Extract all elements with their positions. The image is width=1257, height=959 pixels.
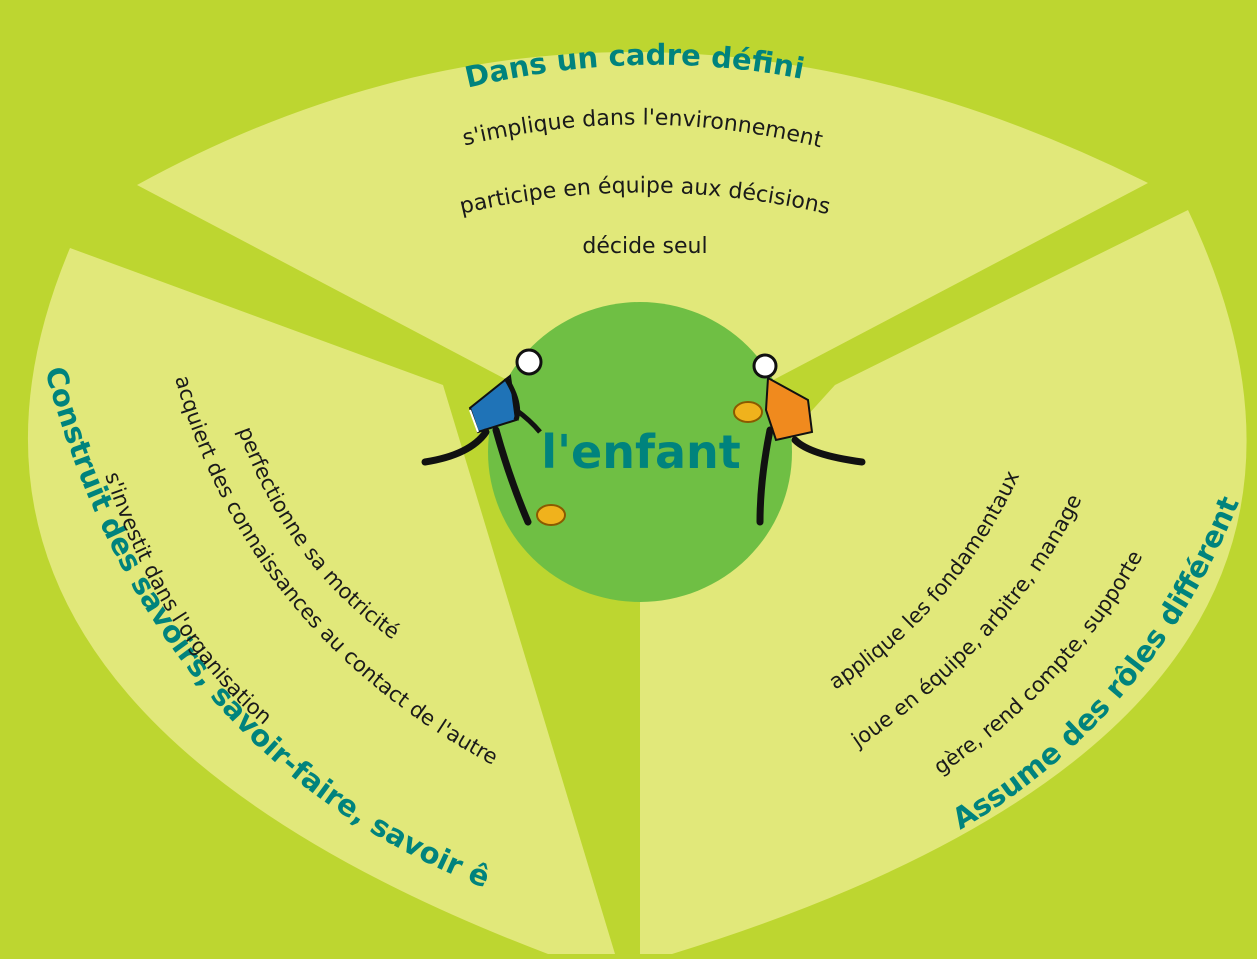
rugby-player-orange-icon — [733, 353, 866, 526]
center-label: l'enfant — [541, 425, 741, 479]
sector-right — [640, 210, 1247, 954]
sector-top — [137, 51, 1148, 450]
top-sector-item: décide seul — [582, 234, 707, 259]
sector-left — [27, 248, 615, 954]
rugby-ball-icon — [536, 504, 566, 526]
rugby-ball-icon — [733, 401, 763, 423]
center-circle — [488, 302, 792, 602]
rugby-player-blue-icon — [421, 348, 543, 526]
